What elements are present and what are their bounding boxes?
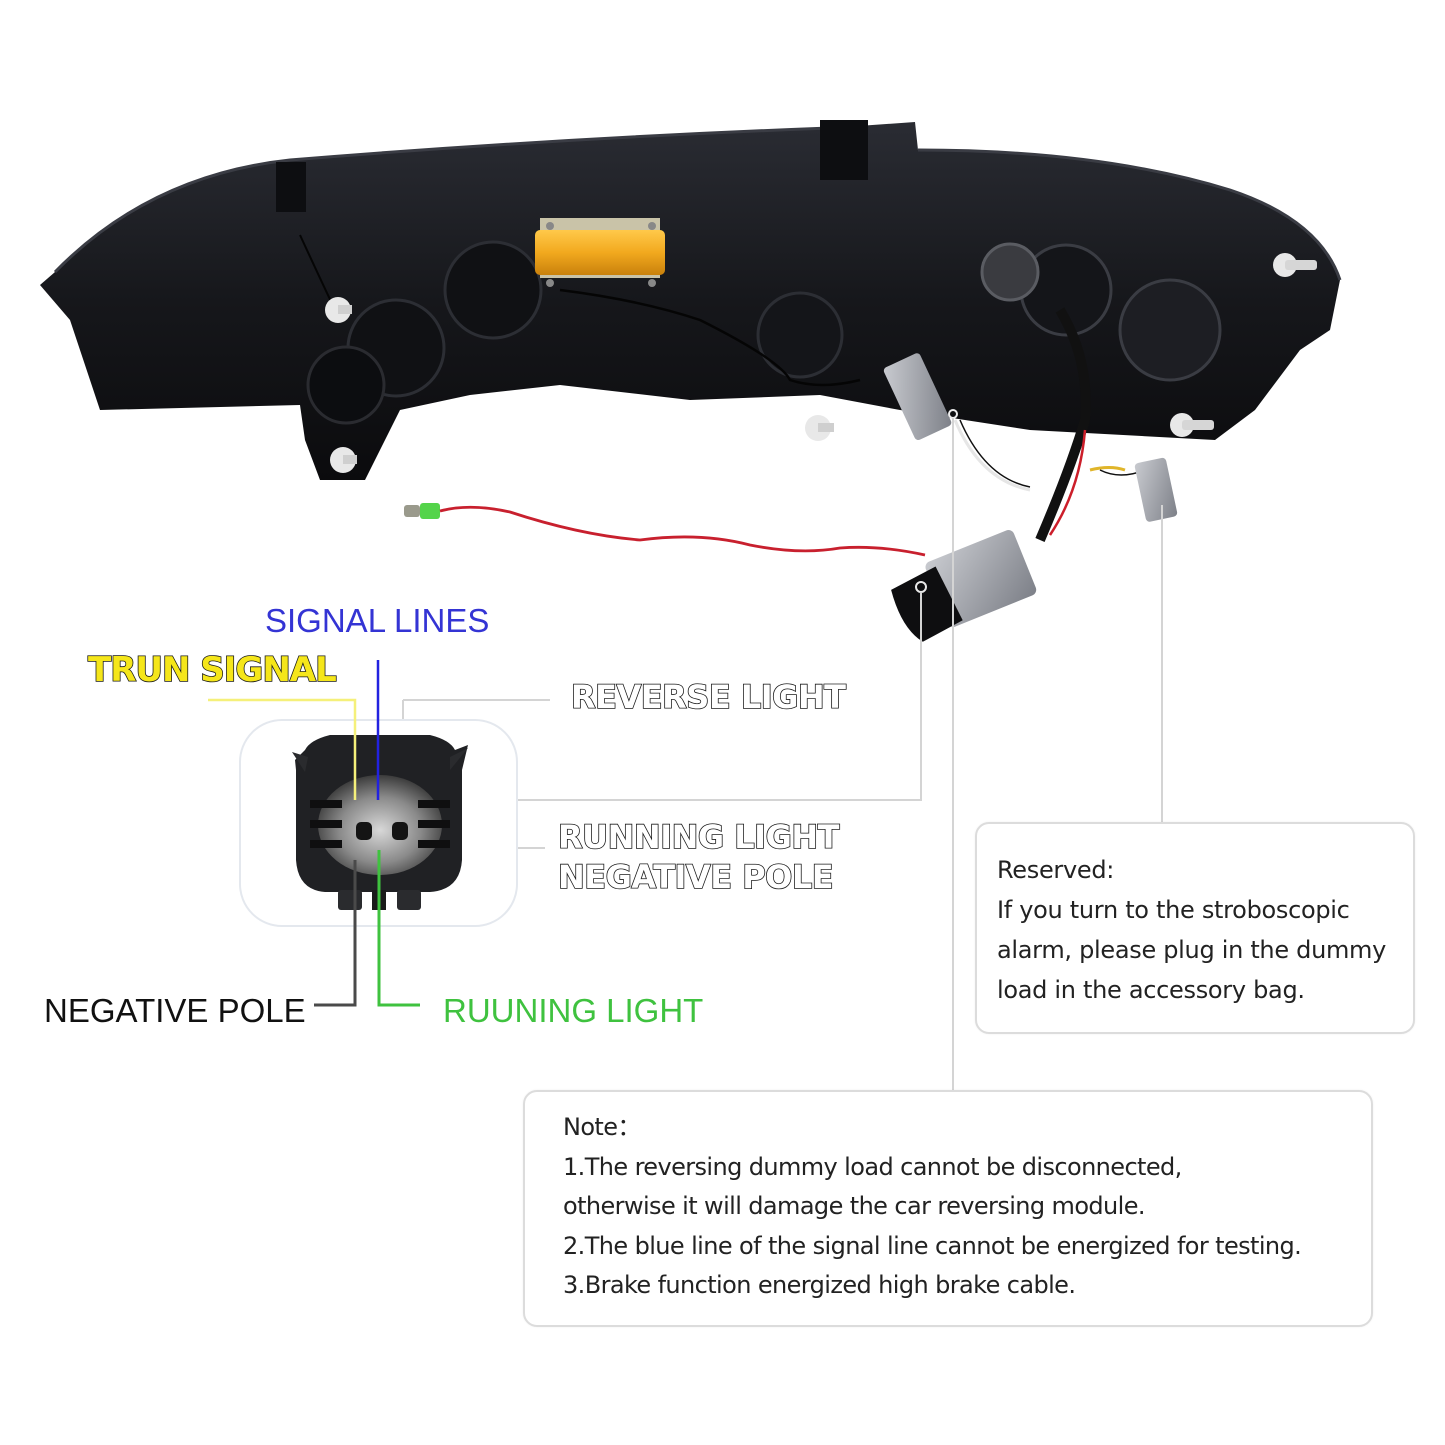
reserved-line: alarm, please plug in the dummy	[997, 936, 1387, 964]
reverse-connector	[883, 353, 1031, 492]
turn-signal-label: TRUN SIGNAL	[87, 649, 337, 691]
reverse-light-label: REVERSE LIGHT	[570, 677, 847, 717]
load-resistor	[535, 218, 665, 287]
note-line: 2.The blue line of the signal line canno…	[563, 1231, 1302, 1260]
signal-lines-label: SIGNAL LINES	[265, 602, 490, 639]
running-light-label: RUUNING LIGHT	[443, 992, 704, 1029]
mounting-stud	[325, 297, 352, 323]
turn-signal-leader	[208, 698, 357, 800]
note-box: Note： 1.The reversing dummy load cannot …	[523, 1090, 1373, 1327]
mounting-stud	[330, 447, 357, 473]
leader-lines	[402, 418, 1163, 1090]
reserved-connector	[1099, 457, 1178, 522]
reserved-line: If you turn to the stroboscopic	[997, 896, 1350, 924]
mounting-stud	[1170, 413, 1214, 437]
note-line: 1.The reversing dummy load cannot be dis…	[563, 1152, 1182, 1181]
mounting-stud	[1273, 253, 1317, 277]
reserved-line: load in the accessory bag.	[997, 976, 1305, 1004]
headlight-housing	[40, 120, 1342, 480]
dummy-load-wire	[404, 503, 926, 557]
reserved-title: Reserved:	[997, 856, 1115, 884]
negative-pole-leader	[314, 860, 357, 1007]
negative-pole-label: NEGATIVE POLE	[44, 992, 306, 1029]
running-light-leader	[377, 850, 420, 1007]
note-line: 3.Brake function energized high brake ca…	[563, 1271, 1076, 1299]
note-title: Note：	[563, 1113, 641, 1141]
running-light-negative-label-line2: NEGATIVE POLE	[557, 857, 834, 897]
note-line: otherwise it will damage the car reversi…	[563, 1192, 1146, 1220]
mounting-stud	[805, 415, 834, 441]
reserved-info-box: Reserved: If you turn to the stroboscopi…	[975, 822, 1415, 1034]
running-light-negative-label-line1: RUNNING LIGHT	[557, 817, 840, 857]
connector-face	[292, 735, 468, 910]
